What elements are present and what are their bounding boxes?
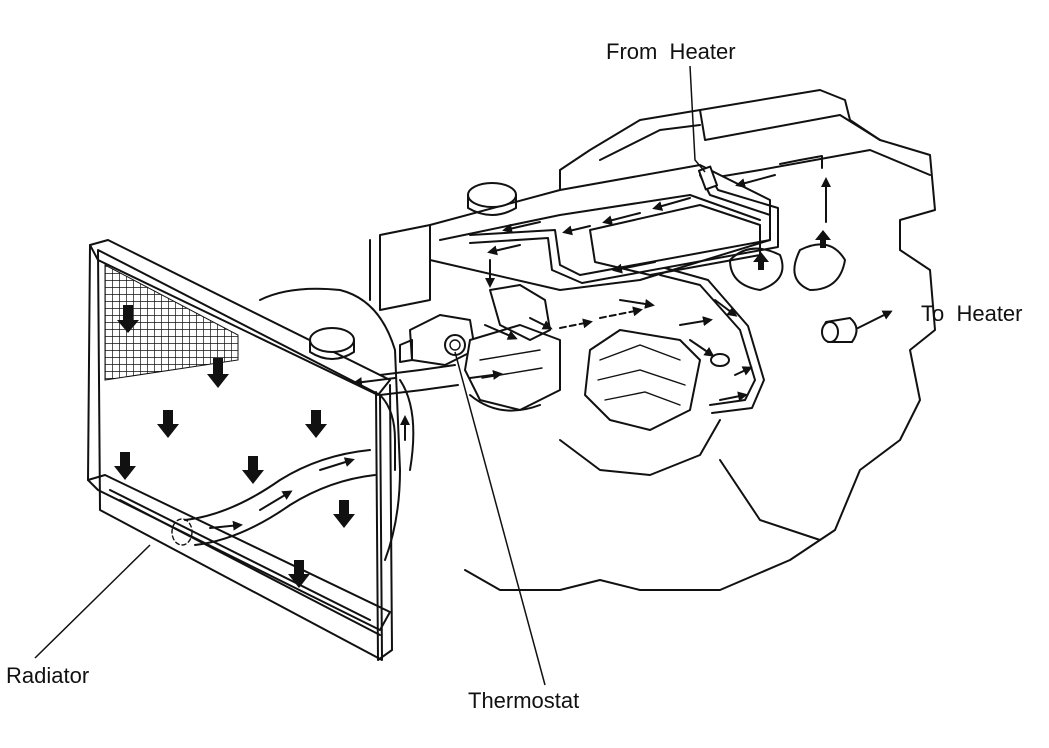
heater-pipe-upper: [469, 165, 779, 284]
from-heater-leader: [689, 65, 706, 173]
flow-arrow-icon: [114, 305, 355, 588]
to-heater-arrow: [857, 310, 893, 329]
lower-radiator-hose: [171, 449, 376, 546]
flow-arrows: [114, 155, 893, 588]
radiator-leader: [34, 544, 151, 659]
radiator: [87, 239, 401, 661]
leader-lines: [34, 65, 706, 686]
upper-pipe-flow-arrows: [485, 155, 831, 402]
thermostat-leader: [454, 351, 546, 686]
label-to-heater: To Heater: [921, 301, 1023, 326]
label-thermostat: Thermostat: [468, 688, 579, 713]
heater-pipe-lower: [659, 267, 765, 414]
label-from-heater: From Heater: [606, 39, 736, 64]
label-radiator: Radiator: [6, 663, 89, 688]
hose-flow-arrows: [209, 298, 738, 531]
upper-radiator-hose: [379, 364, 459, 471]
to-heater-fitting: [821, 317, 858, 343]
water-pump: [464, 284, 561, 412]
thermostat-housing: [399, 314, 476, 366]
block-up-arrows: [753, 230, 831, 270]
